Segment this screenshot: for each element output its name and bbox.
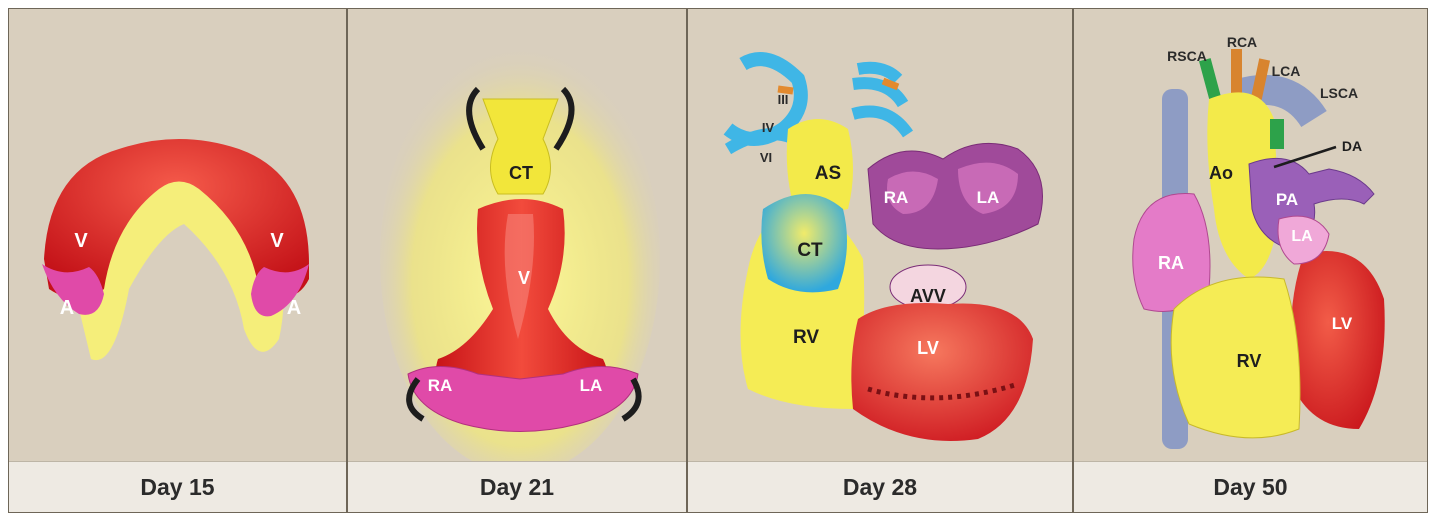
label-ra: RA (428, 376, 453, 395)
label-ct: CT (509, 163, 533, 183)
caption-day-15: Day 15 (9, 461, 346, 512)
label-lv: LV (1332, 314, 1353, 333)
label-iv: IV (762, 120, 775, 135)
label-ct: CT (797, 240, 823, 261)
label-ao: Ao (1209, 163, 1233, 183)
label-iii: III (778, 92, 789, 107)
day-28-illustration: III IV VI AS CT RV RA LA AVV LV (688, 9, 1072, 462)
caption-day-21: Day 21 (348, 461, 686, 512)
day-15-illustration: V V A A (9, 9, 346, 462)
ductus-arteriosus-green (1270, 119, 1284, 149)
label-as: AS (815, 163, 841, 184)
rca-vessel (1231, 49, 1242, 99)
label-la: LA (977, 188, 1000, 207)
label-lsca: LSCA (1320, 85, 1358, 101)
label-lca: LCA (1272, 63, 1301, 79)
label-rsca: RSCA (1167, 48, 1207, 64)
day-50-illustration: RSCA RCA LCA LSCA DA Ao PA LA RA LV RV (1074, 9, 1427, 462)
panel-day-50: RSCA RCA LCA LSCA DA Ao PA LA RA LV RV D… (1074, 9, 1427, 512)
label-la: LA (1291, 228, 1313, 245)
day-50-heart: RSCA RCA LCA LSCA DA Ao PA LA RA LV RV (1074, 9, 1427, 462)
day-21-heart-loop: CT V RA LA (348, 9, 686, 462)
left-ventricle (851, 303, 1033, 441)
label-vi: VI (760, 150, 772, 165)
label-rca: RCA (1227, 34, 1257, 50)
label-la: LA (580, 376, 603, 395)
rsca-vessel (1199, 58, 1221, 100)
label-da: DA (1342, 138, 1362, 154)
label-ra: RA (1158, 253, 1184, 273)
panel-day-15: V V A A Day 15 (9, 9, 346, 512)
day-21-illustration: CT V RA LA (348, 9, 686, 462)
label-ra: RA (884, 188, 909, 207)
caption-day-28: Day 28 (688, 461, 1072, 512)
label-v: V (518, 268, 530, 288)
day-28-heart: III IV VI AS CT RV RA LA AVV LV (688, 9, 1072, 462)
caption-day-50: Day 50 (1074, 461, 1427, 512)
panel-day-21: CT V RA LA Day 21 (348, 9, 686, 512)
da-pointer-line (1274, 147, 1336, 167)
right-ventricle (1171, 277, 1300, 438)
aortic-arches-left (853, 68, 908, 134)
label-a-right: A (287, 297, 301, 319)
label-v-right: V (270, 230, 284, 252)
figure-frame: V V A A Day 15 (8, 8, 1428, 513)
label-a-left: A (60, 297, 74, 319)
left-ventricle (1291, 251, 1385, 429)
label-rv: RV (1237, 351, 1262, 371)
label-avv: AVV (910, 286, 946, 306)
day-15-heart-tube: V V A A (9, 9, 346, 462)
label-pa: PA (1276, 190, 1298, 209)
label-v-left: V (74, 230, 88, 252)
label-rv: RV (793, 327, 819, 348)
label-lv: LV (917, 338, 939, 358)
panel-day-28: III IV VI AS CT RV RA LA AVV LV Day 28 (688, 9, 1072, 512)
